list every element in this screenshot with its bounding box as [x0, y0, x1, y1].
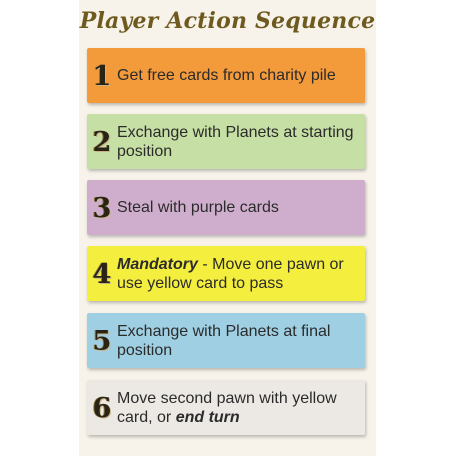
step-3: 3 Steal with purple cards [87, 180, 365, 235]
step-text: Exchange with Planets at final position [117, 322, 365, 360]
step-5: 5 Exchange with Planets at final positio… [87, 313, 365, 368]
step-number: 3 [92, 193, 112, 224]
step-text: Mandatory - Move one pawn or use yellow … [117, 255, 365, 293]
step-text-part: Steal with purple cards [117, 199, 279, 216]
step-text: Move second pawn with yellow card, or en… [117, 389, 365, 427]
step-number: 1 [92, 61, 112, 92]
step-6: 6 Move second pawn with yellow card, or … [87, 380, 365, 435]
step-text: Steal with purple cards [117, 198, 365, 217]
step-text-part: Move second pawn with yellow card, or [117, 389, 337, 426]
step-text-part: Exchange with Planets at final position [117, 322, 331, 359]
step-2: 2 Exchange with Planets at starting posi… [87, 114, 365, 169]
step-number: 4 [92, 259, 112, 290]
step-text-part: - Move one pawn or use yellow card to pa… [117, 255, 344, 292]
step-text: Get free cards from charity pile [117, 66, 365, 85]
step-text-part: Get free cards from charity pile [117, 67, 336, 84]
emphasized-text: end turn [175, 408, 240, 426]
action-sequence-card: Player Action Sequence 1 Get free cards … [79, 0, 376, 456]
step-4: 4 Mandatory - Move one pawn or use yello… [87, 246, 365, 301]
emphasized-text: Mandatory [117, 255, 198, 273]
step-text: Exchange with Planets at starting positi… [117, 123, 365, 161]
step-1: 1 Get free cards from charity pile [87, 48, 365, 103]
step-number: 2 [92, 127, 112, 158]
step-number: 6 [92, 393, 112, 424]
step-text-part: Exchange with Planets at starting positi… [117, 123, 354, 160]
card-title: Player Action Sequence [79, 8, 376, 34]
step-number: 5 [92, 326, 112, 357]
